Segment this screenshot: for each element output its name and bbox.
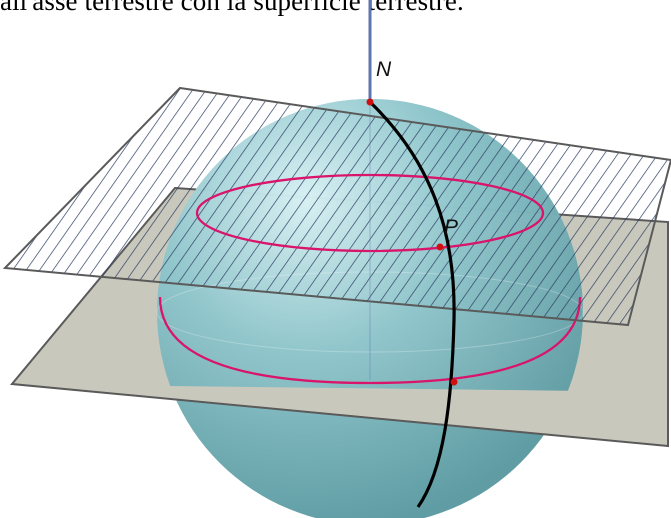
north-pole-label: N (376, 58, 392, 81)
parallel-lower (158, 296, 582, 385)
caption-text: all'asse terrestre con la superficie ter… (0, 0, 464, 16)
lower-parallel-point (450, 378, 458, 386)
parallel-upper (195, 173, 545, 253)
upper-plane-hatched (2, 86, 671, 327)
north-pole-point (366, 98, 374, 106)
point-p-label: P (444, 216, 458, 239)
point-p (436, 243, 444, 251)
meridian-curve (368, 100, 456, 508)
